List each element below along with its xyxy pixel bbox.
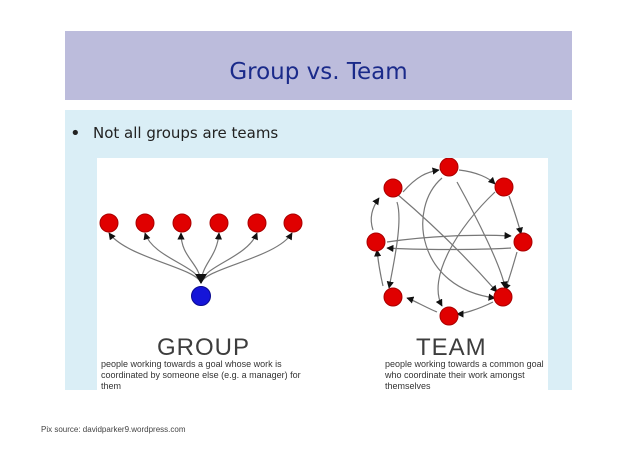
group-edge: [108, 232, 202, 284]
team-member-node: [439, 158, 459, 177]
team-edge: [435, 191, 496, 307]
team-edge: [456, 301, 494, 318]
group-label: GROUP: [157, 334, 251, 361]
team-nodes: [366, 158, 533, 326]
group-member-node: [135, 213, 155, 233]
team-member-node: [494, 177, 514, 197]
bullet-text: Not all groups are teams: [93, 124, 279, 142]
team-member-node: [493, 287, 513, 307]
team-edge: [374, 249, 384, 287]
bullet-dot-icon: •: [70, 123, 81, 144]
team-edge: [422, 177, 496, 301]
group-member-node: [209, 213, 229, 233]
team-edge: [396, 193, 498, 293]
team-edge: [386, 244, 512, 253]
group-nodes: [99, 213, 303, 306]
team-edge: [456, 181, 508, 289]
team-member-node: [439, 306, 459, 326]
group-caption: people working towards a goal whose work…: [101, 359, 301, 391]
team-edge: [386, 232, 512, 243]
team-member-node: [513, 232, 533, 252]
team-member-node: [366, 232, 386, 252]
group-member-node: [172, 213, 192, 233]
team-caption: people working towards a common goal who…: [385, 359, 544, 391]
title-bar: Group vs. Team: [65, 31, 572, 100]
diagram-svg: [99, 158, 533, 326]
team-edges: [370, 167, 523, 318]
group-junction-arrow: [195, 274, 207, 284]
image-source-credit: Pix source: davidparker9.wordpress.com: [41, 425, 186, 434]
team-edge: [508, 195, 523, 235]
team-edge: [458, 169, 496, 185]
group-manager-node: [191, 286, 211, 306]
team-member-node: [383, 287, 403, 307]
team-edge: [402, 167, 440, 193]
slide-title: Group vs. Team: [229, 59, 408, 85]
group-member-node: [283, 213, 303, 233]
team-edge: [406, 296, 438, 313]
group-edge: [200, 232, 293, 284]
team-edge: [370, 197, 380, 231]
group-member-node: [99, 213, 119, 233]
group-vs-team-figure: GROUP people working towards a goal whos…: [97, 158, 548, 405]
group-member-node: [247, 213, 267, 233]
team-member-node: [383, 178, 403, 198]
team-edge: [504, 251, 518, 291]
team-label: TEAM: [416, 334, 487, 361]
team-edge: [386, 201, 400, 289]
